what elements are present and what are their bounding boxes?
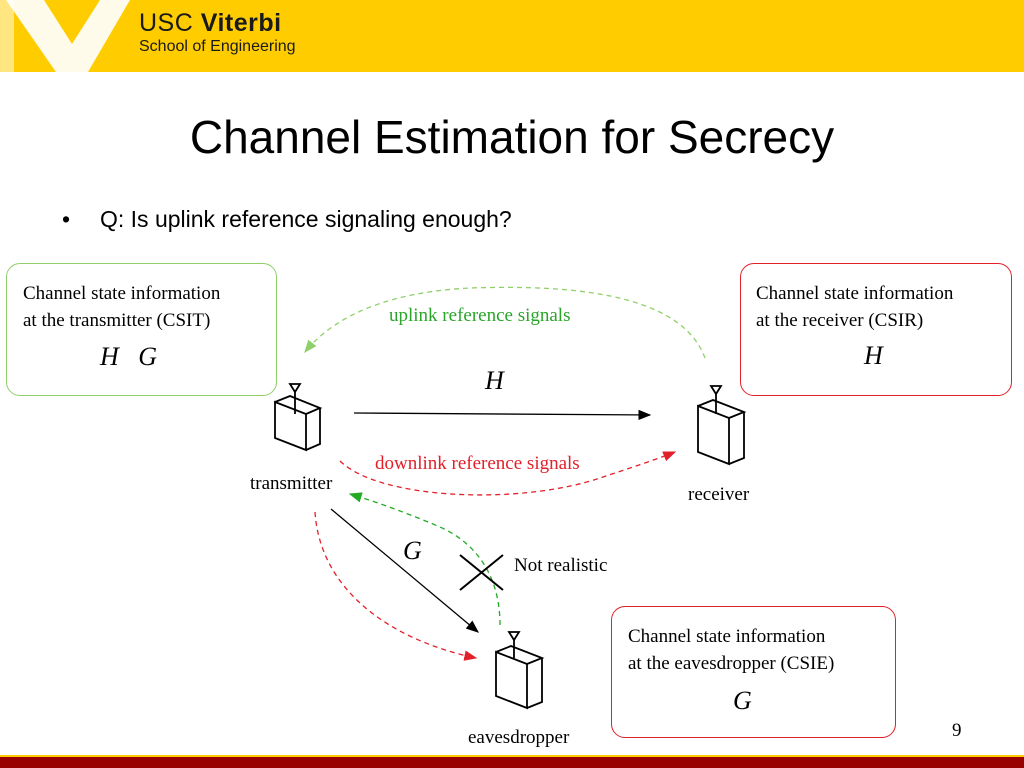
csir-box: Channel state information at the receive… xyxy=(740,263,1012,396)
csie-box: Channel state information at the eavesdr… xyxy=(611,606,896,738)
transmitter-radio-icon xyxy=(274,383,323,452)
csir-line2: at the receiver (CSIR) xyxy=(756,310,924,331)
eave-uplink-arrow xyxy=(348,492,501,626)
csit-symbols: H G xyxy=(100,342,158,371)
brand-line1-light: USC xyxy=(139,9,201,37)
csir-line1: Channel state information xyxy=(756,283,954,304)
channel-h-arrow xyxy=(353,409,652,421)
footer-accent xyxy=(0,755,1024,757)
downlink-label: downlink reference signals xyxy=(375,453,580,474)
csie-line1: Channel state information xyxy=(628,626,826,647)
eavesdropper-radio-icon xyxy=(495,631,545,710)
csit-line1: Channel state information xyxy=(23,283,221,304)
usc-logo-icon xyxy=(0,0,130,72)
bullet-marker: • xyxy=(62,206,71,232)
uplink-label: uplink reference signals xyxy=(389,305,571,326)
not-realistic-label: Not realistic xyxy=(514,555,608,576)
transmitter-label: transmitter xyxy=(250,473,333,494)
channel-g-arrow xyxy=(330,508,479,633)
slide-title: Channel Estimation for Secrecy xyxy=(189,111,835,163)
bullet-item: • Q: Is uplink reference signaling enough… xyxy=(62,206,512,233)
downlink-arrow xyxy=(339,451,677,496)
channel-g-label: G xyxy=(403,536,422,565)
csie-symbols: G xyxy=(733,686,752,715)
receiver-radio-icon xyxy=(697,385,747,466)
eavesdropper-label: eavesdropper xyxy=(468,727,570,748)
not-realistic-x-icon xyxy=(459,554,504,591)
csit-line2: at the transmitter (CSIT) xyxy=(23,310,211,331)
csie-line2: at the eavesdropper (CSIE) xyxy=(628,653,835,674)
uplink-arrow xyxy=(304,286,706,359)
header-bar: USC Viterbi School of Engineering xyxy=(0,0,1024,72)
brand-line2: School of Engineering xyxy=(139,38,296,55)
footer-bar xyxy=(0,757,1024,768)
page-number: 9 xyxy=(952,720,962,741)
receiver-label: receiver xyxy=(688,484,750,505)
bullet-text: Q: Is uplink reference signaling enough? xyxy=(100,206,512,232)
brand-line1-bold: Viterbi xyxy=(200,9,282,37)
eave-downlink-arrow xyxy=(314,511,478,661)
csit-box: Channel state information at the transmi… xyxy=(6,263,277,396)
channel-h-label: H xyxy=(485,366,504,395)
csir-symbols: H xyxy=(864,341,883,370)
brand-logo: USC Viterbi School of Engineering xyxy=(139,11,296,55)
